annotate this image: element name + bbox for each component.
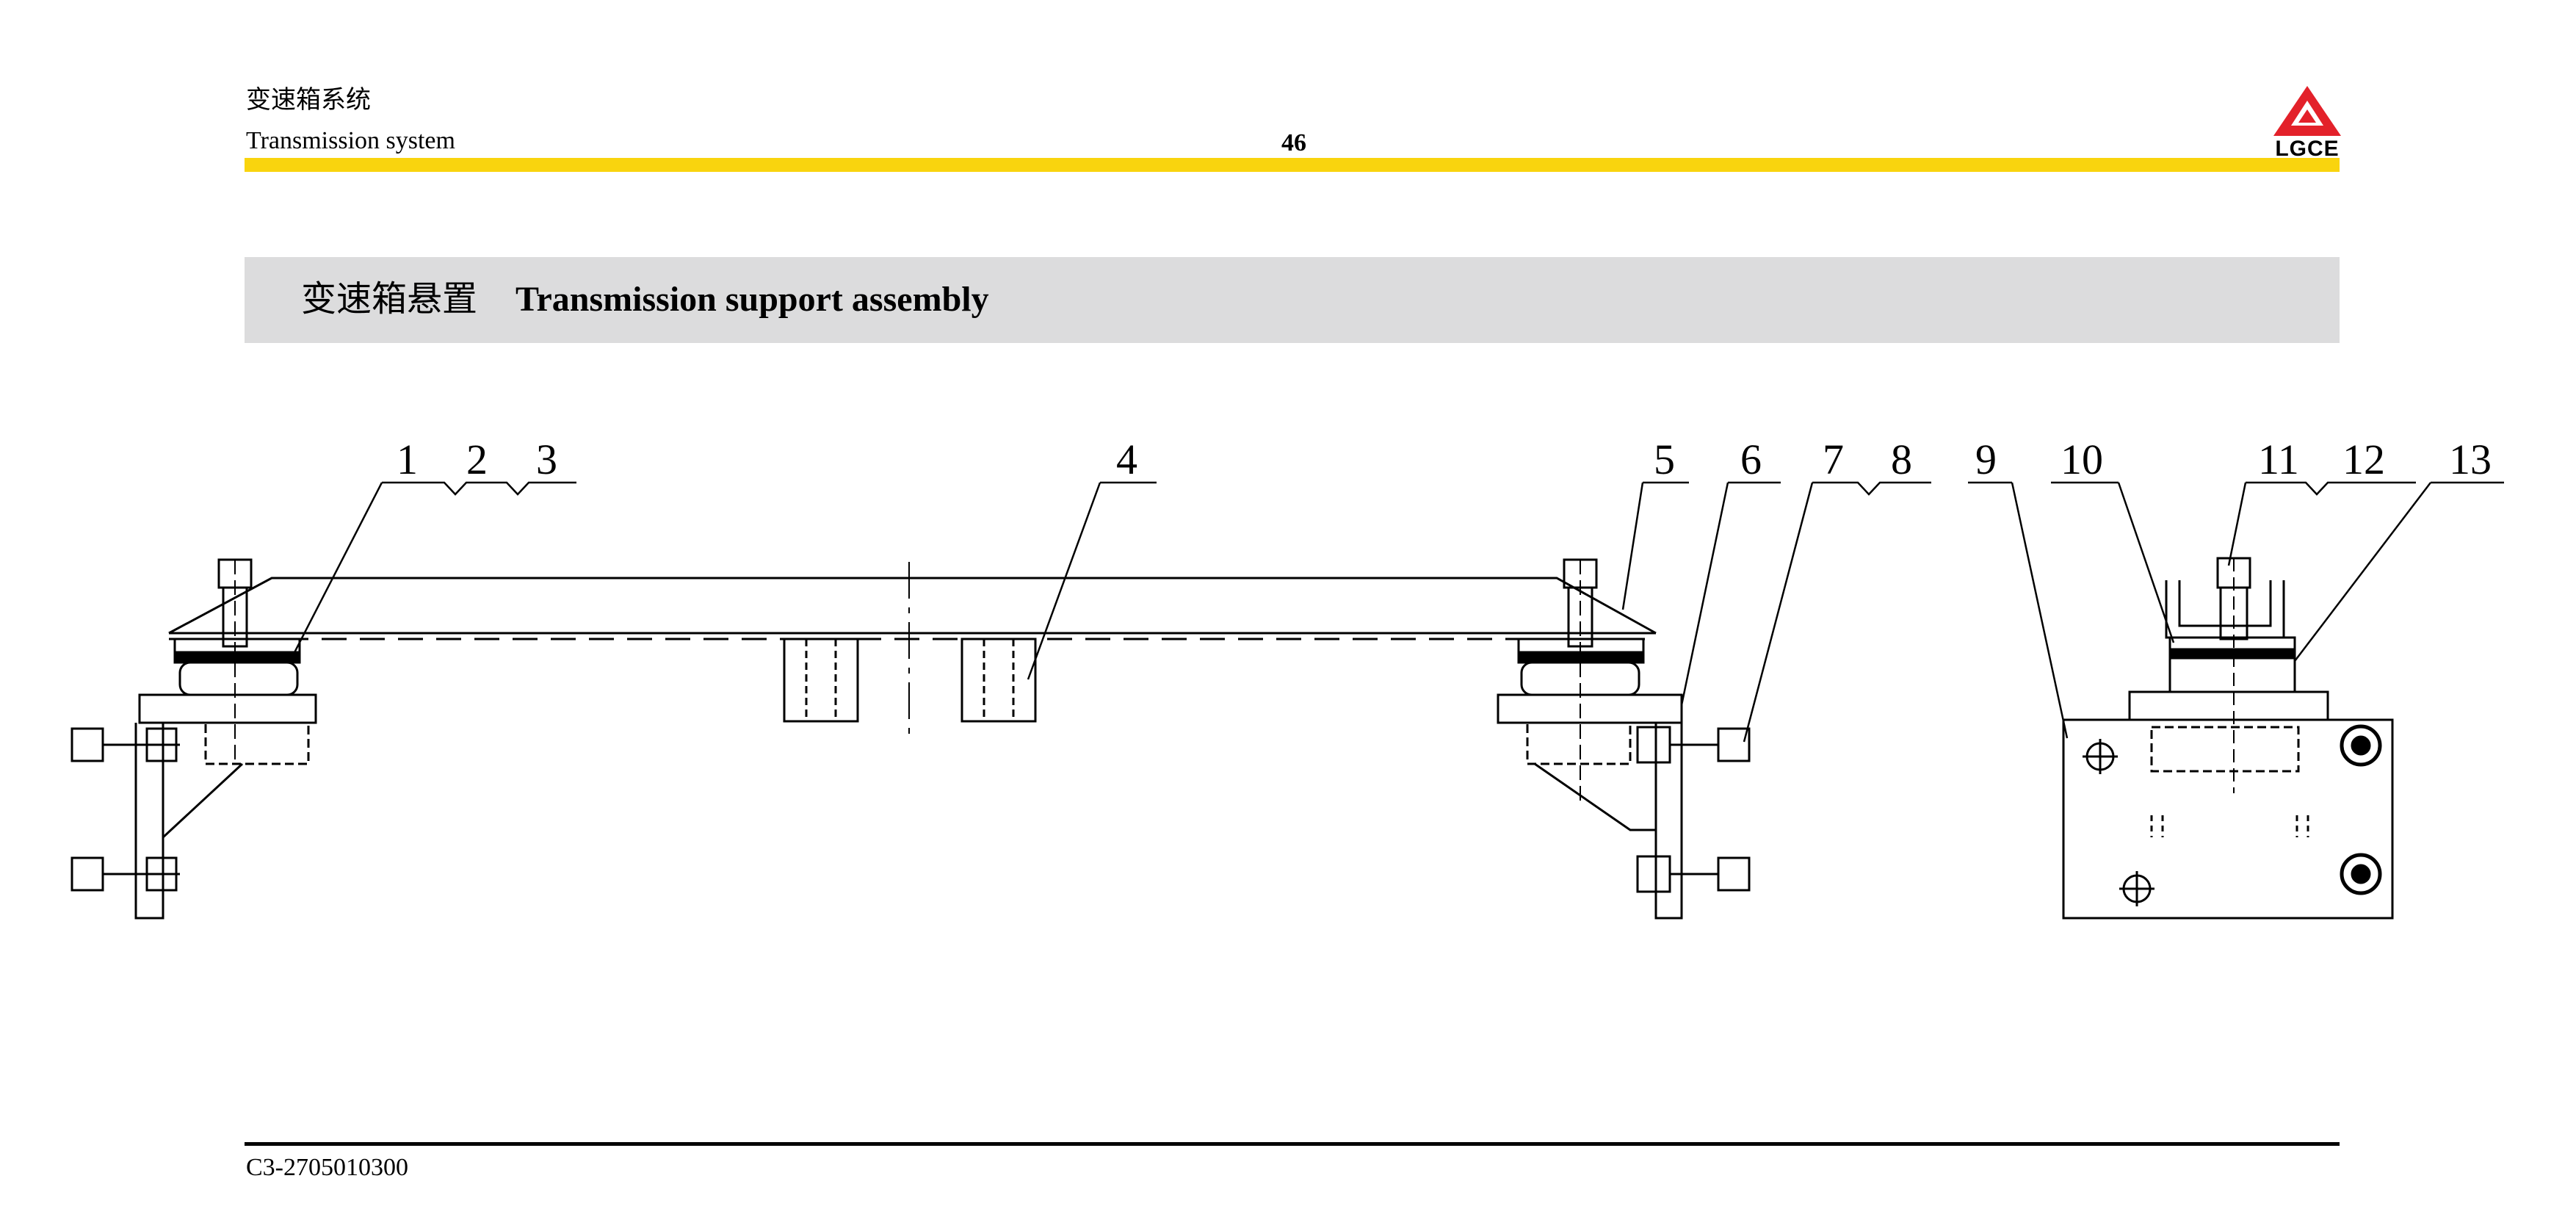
section-title-en: Transmission support assembly bbox=[515, 280, 989, 319]
callout-9: 9 bbox=[1975, 436, 1997, 483]
leader-lines bbox=[289, 481, 2504, 743]
footer-rule bbox=[245, 1142, 2340, 1146]
header-rule bbox=[245, 158, 2340, 172]
section-title-cn: 变速箱悬置 bbox=[301, 280, 478, 319]
callout-2: 2 bbox=[466, 436, 488, 483]
callout-1: 1 bbox=[397, 436, 418, 483]
left-mount bbox=[70, 558, 317, 920]
callout-10: 10 bbox=[2061, 436, 2103, 483]
logo-text: LGCE bbox=[2275, 137, 2340, 161]
callout-6: 6 bbox=[1740, 436, 1762, 483]
callout-12: 12 bbox=[2342, 436, 2385, 483]
logo-triangle-icon bbox=[2273, 86, 2341, 136]
page-number: 46 bbox=[1281, 129, 1306, 156]
callout-13: 13 bbox=[2449, 436, 2492, 483]
side-view bbox=[2062, 557, 2394, 920]
section-bar bbox=[245, 257, 2340, 343]
callout-8: 8 bbox=[1891, 436, 1912, 483]
callout-4: 4 bbox=[1116, 436, 1137, 483]
callout-3: 3 bbox=[536, 436, 557, 483]
chapter-title-en: Transmission system bbox=[246, 127, 455, 154]
section-title: 变速箱悬置 Transmission support assembly bbox=[301, 279, 989, 320]
chapter-title-cn: 变速箱系统 bbox=[246, 87, 371, 114]
right-mount bbox=[1497, 558, 1751, 920]
document-code: C3-2705010300 bbox=[246, 1154, 408, 1181]
company-logo: LGCE bbox=[2271, 84, 2344, 164]
callout-5: 5 bbox=[1654, 436, 1675, 483]
callout-7: 7 bbox=[1823, 436, 1844, 483]
support-beam bbox=[168, 562, 1657, 742]
callout-11: 11 bbox=[2258, 436, 2299, 483]
